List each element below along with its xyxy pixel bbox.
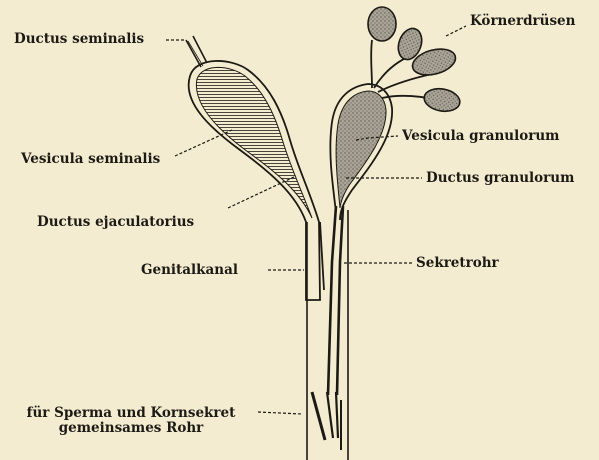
gemeinsames-rohr-tubes [312,392,341,450]
leader-vesicula-seminalis [175,130,232,156]
vesicula-granulorum [330,84,392,220]
label-gemeinsames-rohr-line1: für Sperma und Kornsekret [4,406,258,421]
label-sekretrohr: Sekretrohr [416,256,499,271]
sekretrohr-tubes [320,206,343,395]
label-ductus-seminalis: Ductus seminalis [14,32,144,47]
label-genitalkanal: Genitalkanal [141,263,238,278]
leader-gemeinsames-rohr [258,412,302,414]
label-gemeinsames-rohr-line2: gemeinsames Rohr [4,421,258,436]
label-vesicula-granulorum: Vesicula granulorum [402,129,559,144]
label-koernerdruesen: Körnerdrüsen [470,14,575,29]
label-gemeinsames-rohr: für Sperma und Kornsekret gemeinsames Ro… [4,406,258,436]
leader-koernerdruesen [446,26,466,36]
label-ductus-granulorum: Ductus granulorum [426,171,574,186]
koernerdruesen [368,7,462,114]
label-vesicula-seminalis: Vesicula seminalis [21,152,160,167]
label-ductus-ejaculatorius: Ductus ejaculatorius [37,215,194,230]
